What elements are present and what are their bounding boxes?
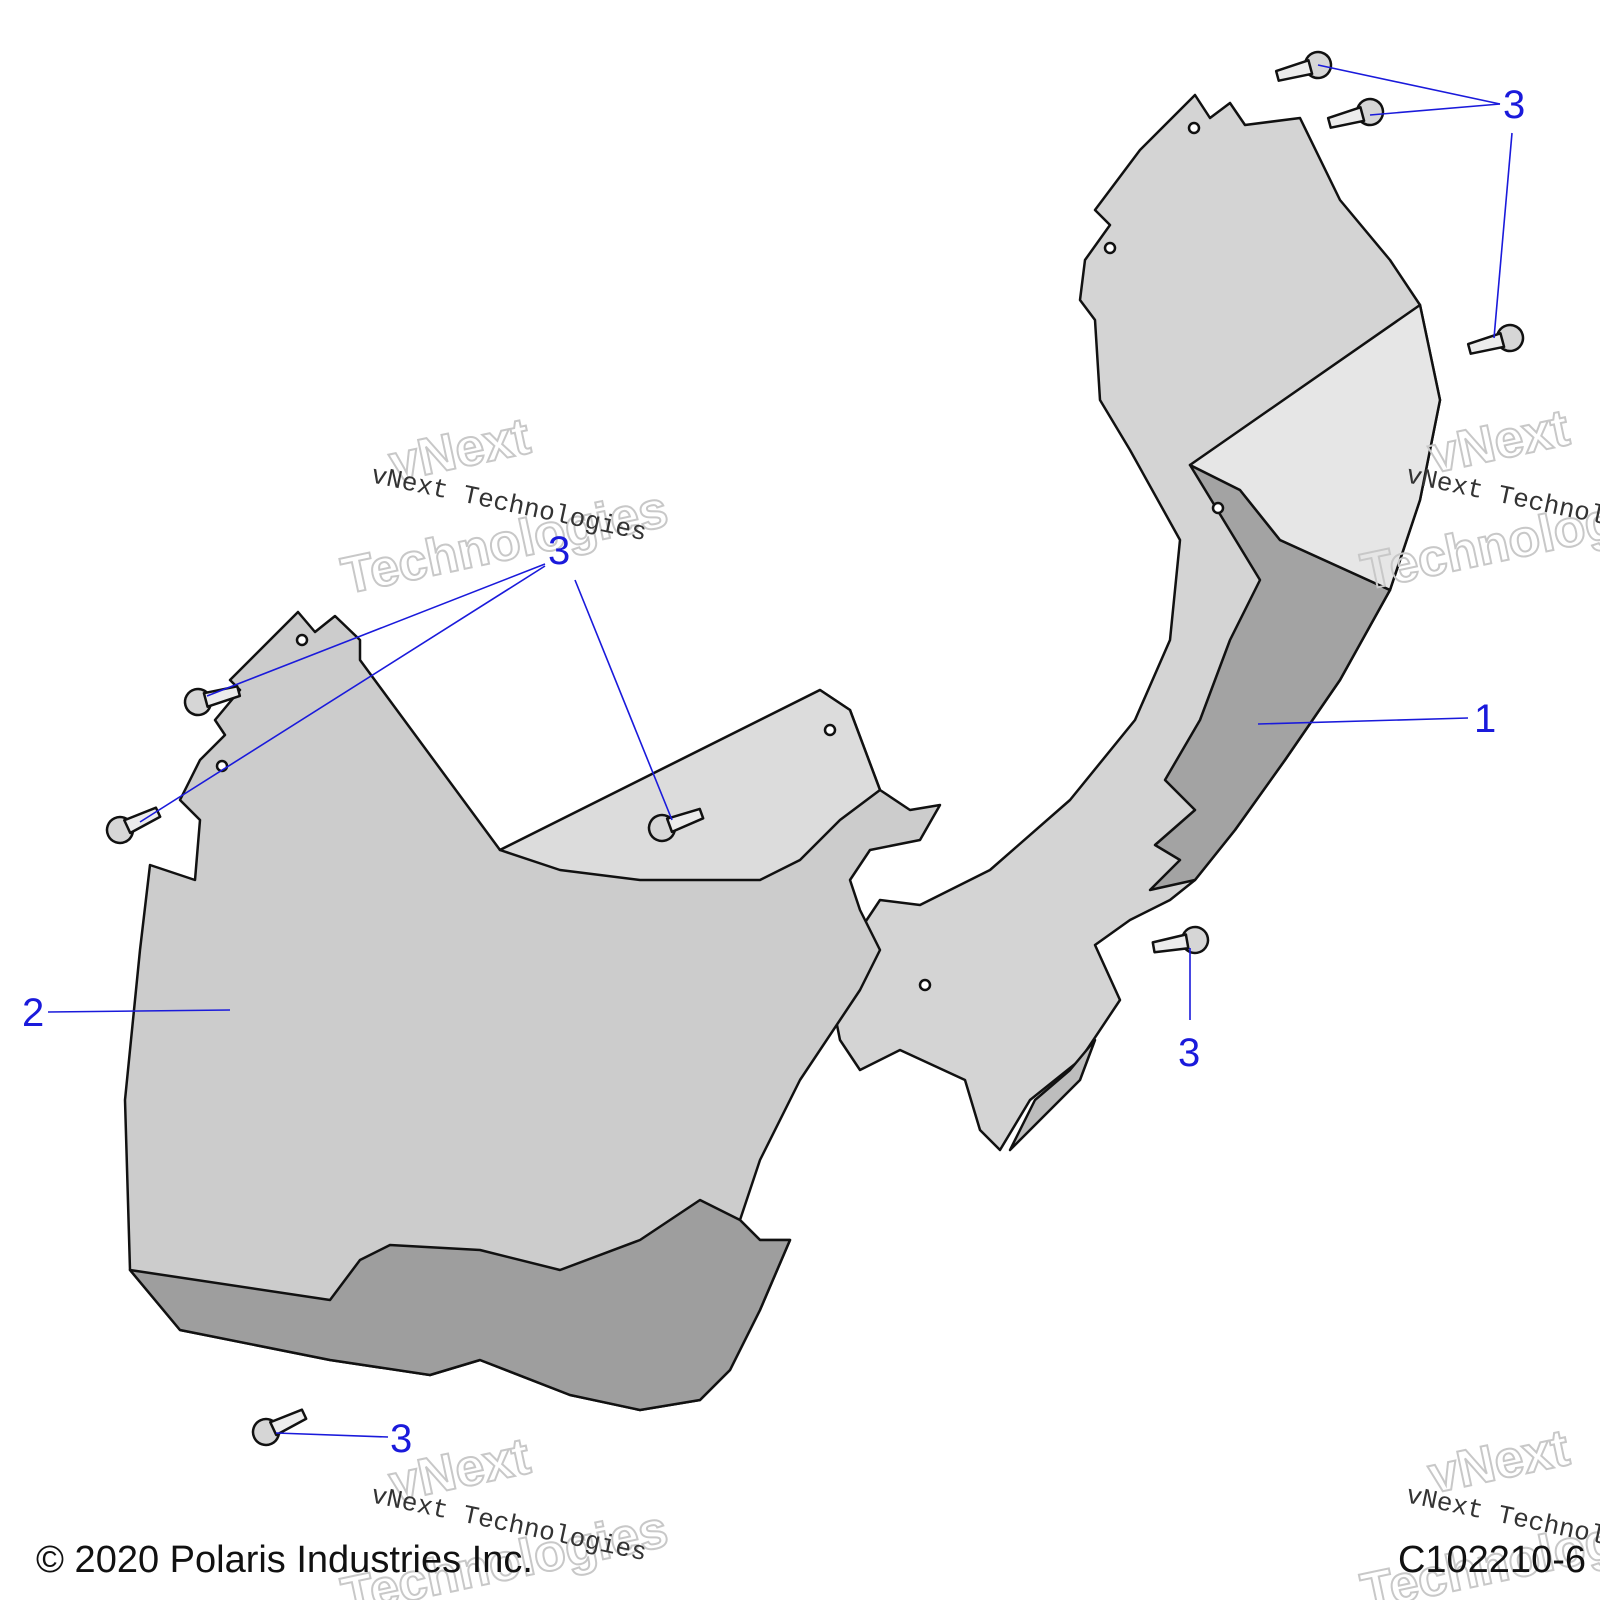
part-1-hole (918, 978, 932, 992)
callout-label-part-1: 1 (1474, 697, 1496, 741)
leader-line (206, 563, 546, 697)
rivet (1326, 97, 1385, 129)
part-1-upper-panel (828, 93, 1442, 1152)
leader-line (574, 579, 673, 821)
part-2-lower-panel (123, 610, 942, 1412)
rivet-shank (269, 1408, 308, 1437)
part-1-tab (1008, 1038, 1097, 1152)
leader-line (139, 565, 546, 823)
rivet-shank (1151, 933, 1190, 954)
callout-label-part-3: 3 (1503, 83, 1525, 127)
rivet (105, 806, 162, 845)
rivet-shank (1326, 106, 1366, 129)
rivet (1274, 50, 1333, 82)
rivet (251, 1408, 308, 1447)
part-1-flange (1188, 303, 1442, 592)
figure-id: C102210-6 (1398, 1539, 1586, 1581)
rivet (183, 685, 242, 717)
part-2-right-face (498, 688, 882, 882)
part-1-hole (1187, 121, 1201, 135)
leader-line (1369, 103, 1501, 116)
rivet-shank (1274, 59, 1314, 82)
part-2-hole (295, 633, 309, 647)
leader-lines (47, 64, 1513, 1438)
rivet (647, 807, 705, 843)
leader-line (1257, 717, 1469, 725)
leader-line (47, 1009, 231, 1013)
rivet (1466, 323, 1525, 355)
part-1-hole (1103, 241, 1117, 255)
leader-line (275, 1432, 389, 1438)
callout-label-part-2: 2 (22, 991, 44, 1035)
leader-line (1493, 132, 1513, 339)
callout-labels: 1 2 3 3 3 3 3 (22, 83, 1525, 1461)
callout-label-part-3: 3 (1178, 1031, 1200, 1075)
callout-label-part-3: 3 (548, 529, 570, 573)
part-1-hole (1211, 501, 1225, 515)
callout-label-part-3: 3 (390, 1417, 412, 1461)
leader-line (1317, 64, 1501, 105)
part-2-hole (823, 723, 837, 737)
copyright-text: © 2020 Polaris Industries Inc. (36, 1539, 533, 1581)
rivet (1151, 925, 1210, 955)
rivet-shank (1466, 332, 1506, 355)
part-2-lower-band (128, 1198, 792, 1412)
rivet-shank (665, 807, 705, 834)
